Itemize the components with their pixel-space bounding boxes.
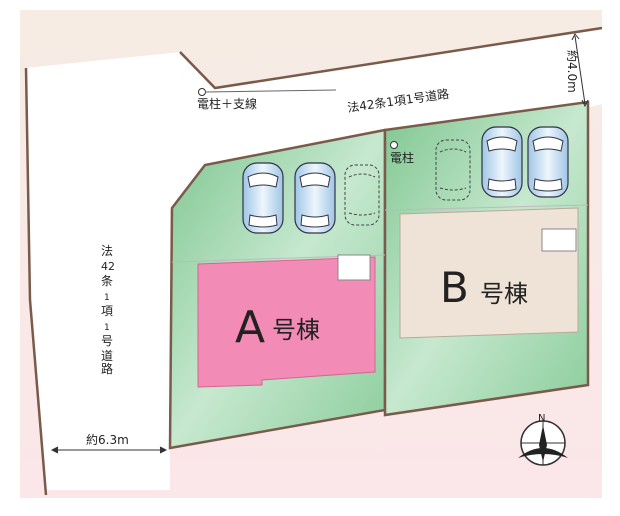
svg-text:法: 法 (101, 244, 113, 258)
dimension-arrows-left (50, 446, 168, 454)
pole-guy-label: 電柱＋支線 (197, 96, 257, 111)
road-edge-top (179, 26, 603, 90)
svg-text:N: N (538, 413, 545, 424)
svg-text:項: 項 (101, 304, 113, 318)
north-compass-icon: N (518, 413, 568, 466)
svg-text:号: 号 (101, 334, 113, 348)
car-b2 (527, 126, 569, 198)
pole-label: 電柱 (390, 150, 414, 165)
svg-text:道: 道 (101, 349, 113, 363)
car-a2 (294, 162, 336, 234)
top-road-dimension-line (574, 35, 586, 105)
dimension-arrows (571, 33, 589, 108)
house-b (399, 207, 579, 339)
guy-wire (204, 89, 337, 93)
car-a1 (242, 162, 284, 234)
svg-text:1: 1 (104, 293, 110, 303)
pole-icon (390, 141, 398, 149)
svg-text:条: 条 (101, 274, 113, 288)
svg-text:1: 1 (104, 323, 110, 333)
lot-b-inner-line (384, 204, 589, 211)
left-road-label: 法 42 条 1 項 1 号 道 路 (101, 244, 115, 376)
pole-guy-icon (198, 88, 206, 96)
house-b-letter: B (440, 263, 469, 312)
house-a-suffix: 号棟 (272, 316, 320, 344)
car-b1 (481, 126, 523, 198)
top-road-width: 約4.0m (565, 50, 580, 93)
house-b-suffix: 号棟 (480, 280, 528, 308)
svg-text:路: 路 (101, 361, 113, 376)
left-road-width: 約6.3m (86, 432, 129, 447)
house-a (197, 256, 376, 388)
house-a-porch (337, 254, 371, 281)
road-edge-left (24, 67, 48, 496)
house-a-letter: A (235, 302, 265, 353)
house-b-porch (541, 228, 577, 252)
svg-text:42: 42 (101, 260, 115, 273)
